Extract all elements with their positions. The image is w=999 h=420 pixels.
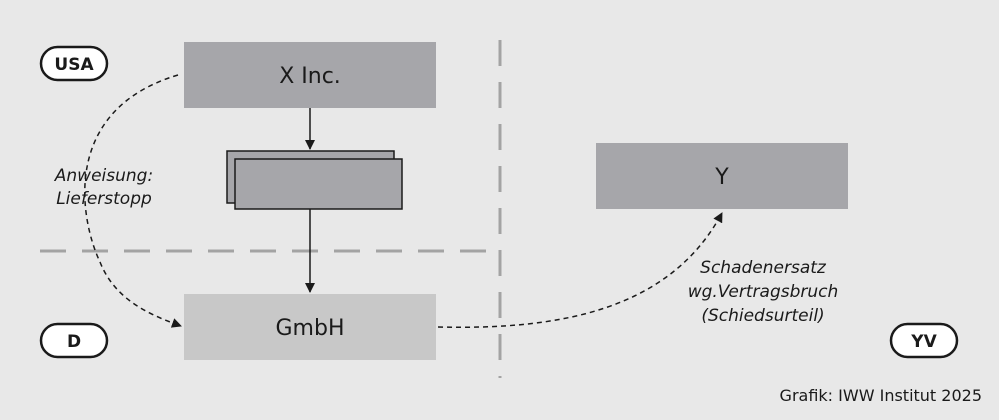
graphic-credit: Grafik: IWW Institut 2025 [780, 386, 982, 405]
damages-label-line3: (Schiedsurteil) [701, 306, 824, 326]
region-badge-d [39, 322, 109, 359]
damages-label-line2: wg.Vertragsbruch [688, 282, 839, 302]
y-label: Y [714, 165, 729, 190]
region-badge-yv [889, 322, 959, 359]
region-yv-label: YV [910, 332, 937, 352]
dashed-arrow-instruction [84, 74, 182, 328]
region-usa-label: USA [54, 55, 94, 75]
dashed-arrow-damages [437, 212, 723, 329]
x-inc-label: X Inc. [279, 64, 341, 89]
x-inc-box [184, 42, 436, 108]
instruction-label-line1: Anweisung: [54, 166, 153, 186]
region-badge-usa [39, 45, 109, 82]
intermediate-box-front [234, 158, 403, 210]
y-box [596, 143, 848, 209]
damages-label-line1: Schadenersatz [700, 258, 827, 278]
region-d-label: D [67, 332, 81, 352]
gmbh-box [184, 294, 436, 360]
instruction-label-line2: Lieferstopp [56, 189, 152, 209]
gmbh-label: GmbH [276, 316, 345, 341]
